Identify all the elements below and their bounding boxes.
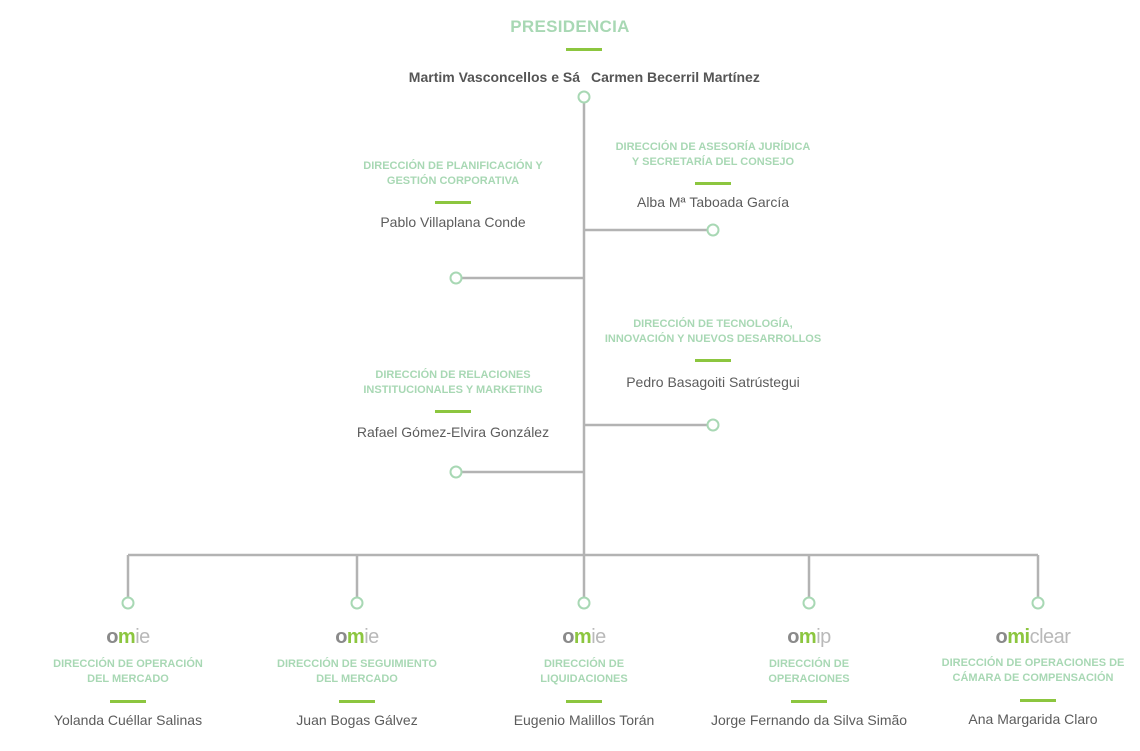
subsidiary-accent-bar [339, 700, 375, 703]
subsidiary-title-line: DIRECCIÓN DE [543, 658, 625, 670]
subsidiary-person-name: Jorge Fernando da Silva Simão [710, 712, 908, 728]
logo-prefix: o [562, 626, 574, 648]
president-name-2: Carmen Becerril Martínez [591, 69, 760, 85]
logo-suffix: ie [135, 626, 150, 648]
presidency-accent-bar [566, 48, 602, 51]
subsidiary-person-name: Yolanda Cuéllar Salinas [53, 712, 203, 728]
logo-mid: m [573, 626, 592, 648]
subsidiary-accent-bar [566, 700, 602, 703]
logo-prefix: o [995, 626, 1008, 648]
omip-logo: omip [709, 626, 909, 648]
directorate-title-line: DIRECCIÓN DE TECNOLOGÍA, [633, 318, 793, 330]
directorate-person-name: Rafael Gómez-Elvira González [356, 424, 550, 440]
directorate-title-line: GESTIÓN CORPORATIVA [386, 175, 520, 187]
directorate-person-name: Pedro Basagoiti Satrústegui [626, 374, 800, 390]
directorate-title-line: INNOVACIÓN Y NUEVOS DESARROLLOS [604, 333, 822, 345]
subsidiary-title-line: DIRECCIÓN DE SEGUIMIENTO [277, 658, 437, 670]
directorate-accent-bar [695, 182, 731, 185]
directorate-title-line: INSTITUCIONALES Y MARKETING [363, 384, 543, 396]
omie-logo: omie [257, 626, 457, 648]
subsidiary-title-line: DEL MERCADO [87, 673, 169, 685]
directorate-person-name: Alba Mª Taboada García [636, 194, 789, 210]
logo-mid: m [798, 626, 817, 648]
omie-logo: omie [484, 626, 684, 648]
subsidiary-title-line: LIQUIDACIONES [540, 673, 628, 685]
subsidiary-title-line: DEL MERCADO [316, 673, 398, 685]
directorate-title-line: DIRECCIÓN DE ASESORÍA JURÍDICA [615, 141, 811, 153]
node-circle-asesoria [706, 223, 720, 237]
directorate-title-line: Y SECRETARÍA DEL CONSEJO [631, 156, 795, 168]
subsidiary-title-line: DIRECCIÓN DE OPERACIÓN [53, 658, 203, 670]
logo-suffix: clear [1029, 626, 1071, 648]
logo-suffix: ie [591, 626, 606, 648]
node-circle-sub-3 [577, 596, 591, 610]
directorate-accent-bar [435, 201, 471, 204]
node-circle-planificacion [449, 271, 463, 285]
subsidiary-person-name: Juan Bogas Gálvez [296, 712, 418, 728]
node-circle-sub-1 [121, 596, 135, 610]
omiclear-logo: omiclear [928, 626, 1138, 648]
directorate-title-line: DIRECCIÓN DE PLANIFICACIÓN Y [363, 160, 543, 172]
logo-mid: m [117, 626, 136, 648]
directorate-title-line: DIRECCIÓN DE RELACIONES [375, 369, 531, 381]
subsidiary-person-name: Eugenio Malillos Torán [513, 712, 655, 728]
logo-mid: m [346, 626, 365, 648]
logo-prefix: o [106, 626, 118, 648]
logo-prefix: o [335, 626, 347, 648]
node-circle-sub-2 [350, 596, 364, 610]
subsidiary-accent-bar [110, 700, 146, 703]
directorate-accent-bar [435, 410, 471, 413]
node-circle-presidency [577, 90, 591, 104]
presidency-title: PRESIDENCIA [510, 17, 630, 36]
subsidiary-title-line: CÁMARA DE COMPENSACIÓN [952, 672, 1114, 684]
subsidiary-title-line: DIRECCIÓN DE [768, 658, 850, 670]
logo-suffix: ie [364, 626, 379, 648]
subsidiary-accent-bar [1020, 699, 1056, 702]
node-circle-tecnologia [706, 418, 720, 432]
node-circle-sub-5 [1031, 596, 1045, 610]
directorate-person-name: Pablo Villaplana Conde [380, 214, 526, 230]
node-circle-relaciones [449, 465, 463, 479]
omie-logo: omie [28, 626, 228, 648]
logo-mid: mi [1007, 626, 1030, 648]
connector-nodes [121, 90, 1045, 610]
logo-prefix: o [787, 626, 799, 648]
subsidiary-person-name: Ana Margarida Claro [968, 711, 1098, 727]
connector-lines [126, 103, 1040, 597]
logo-suffix: ip [816, 626, 831, 648]
president-name-1: Martim Vasconcellos e Sá [408, 69, 580, 85]
node-circle-sub-4 [802, 596, 816, 610]
subsidiary-accent-bar [791, 700, 827, 703]
directorate-accent-bar [695, 359, 731, 362]
subsidiary-title-line: OPERACIONES [768, 673, 850, 685]
subsidiary-title-line: DIRECCIÓN DE OPERACIONES DE [941, 657, 1125, 669]
